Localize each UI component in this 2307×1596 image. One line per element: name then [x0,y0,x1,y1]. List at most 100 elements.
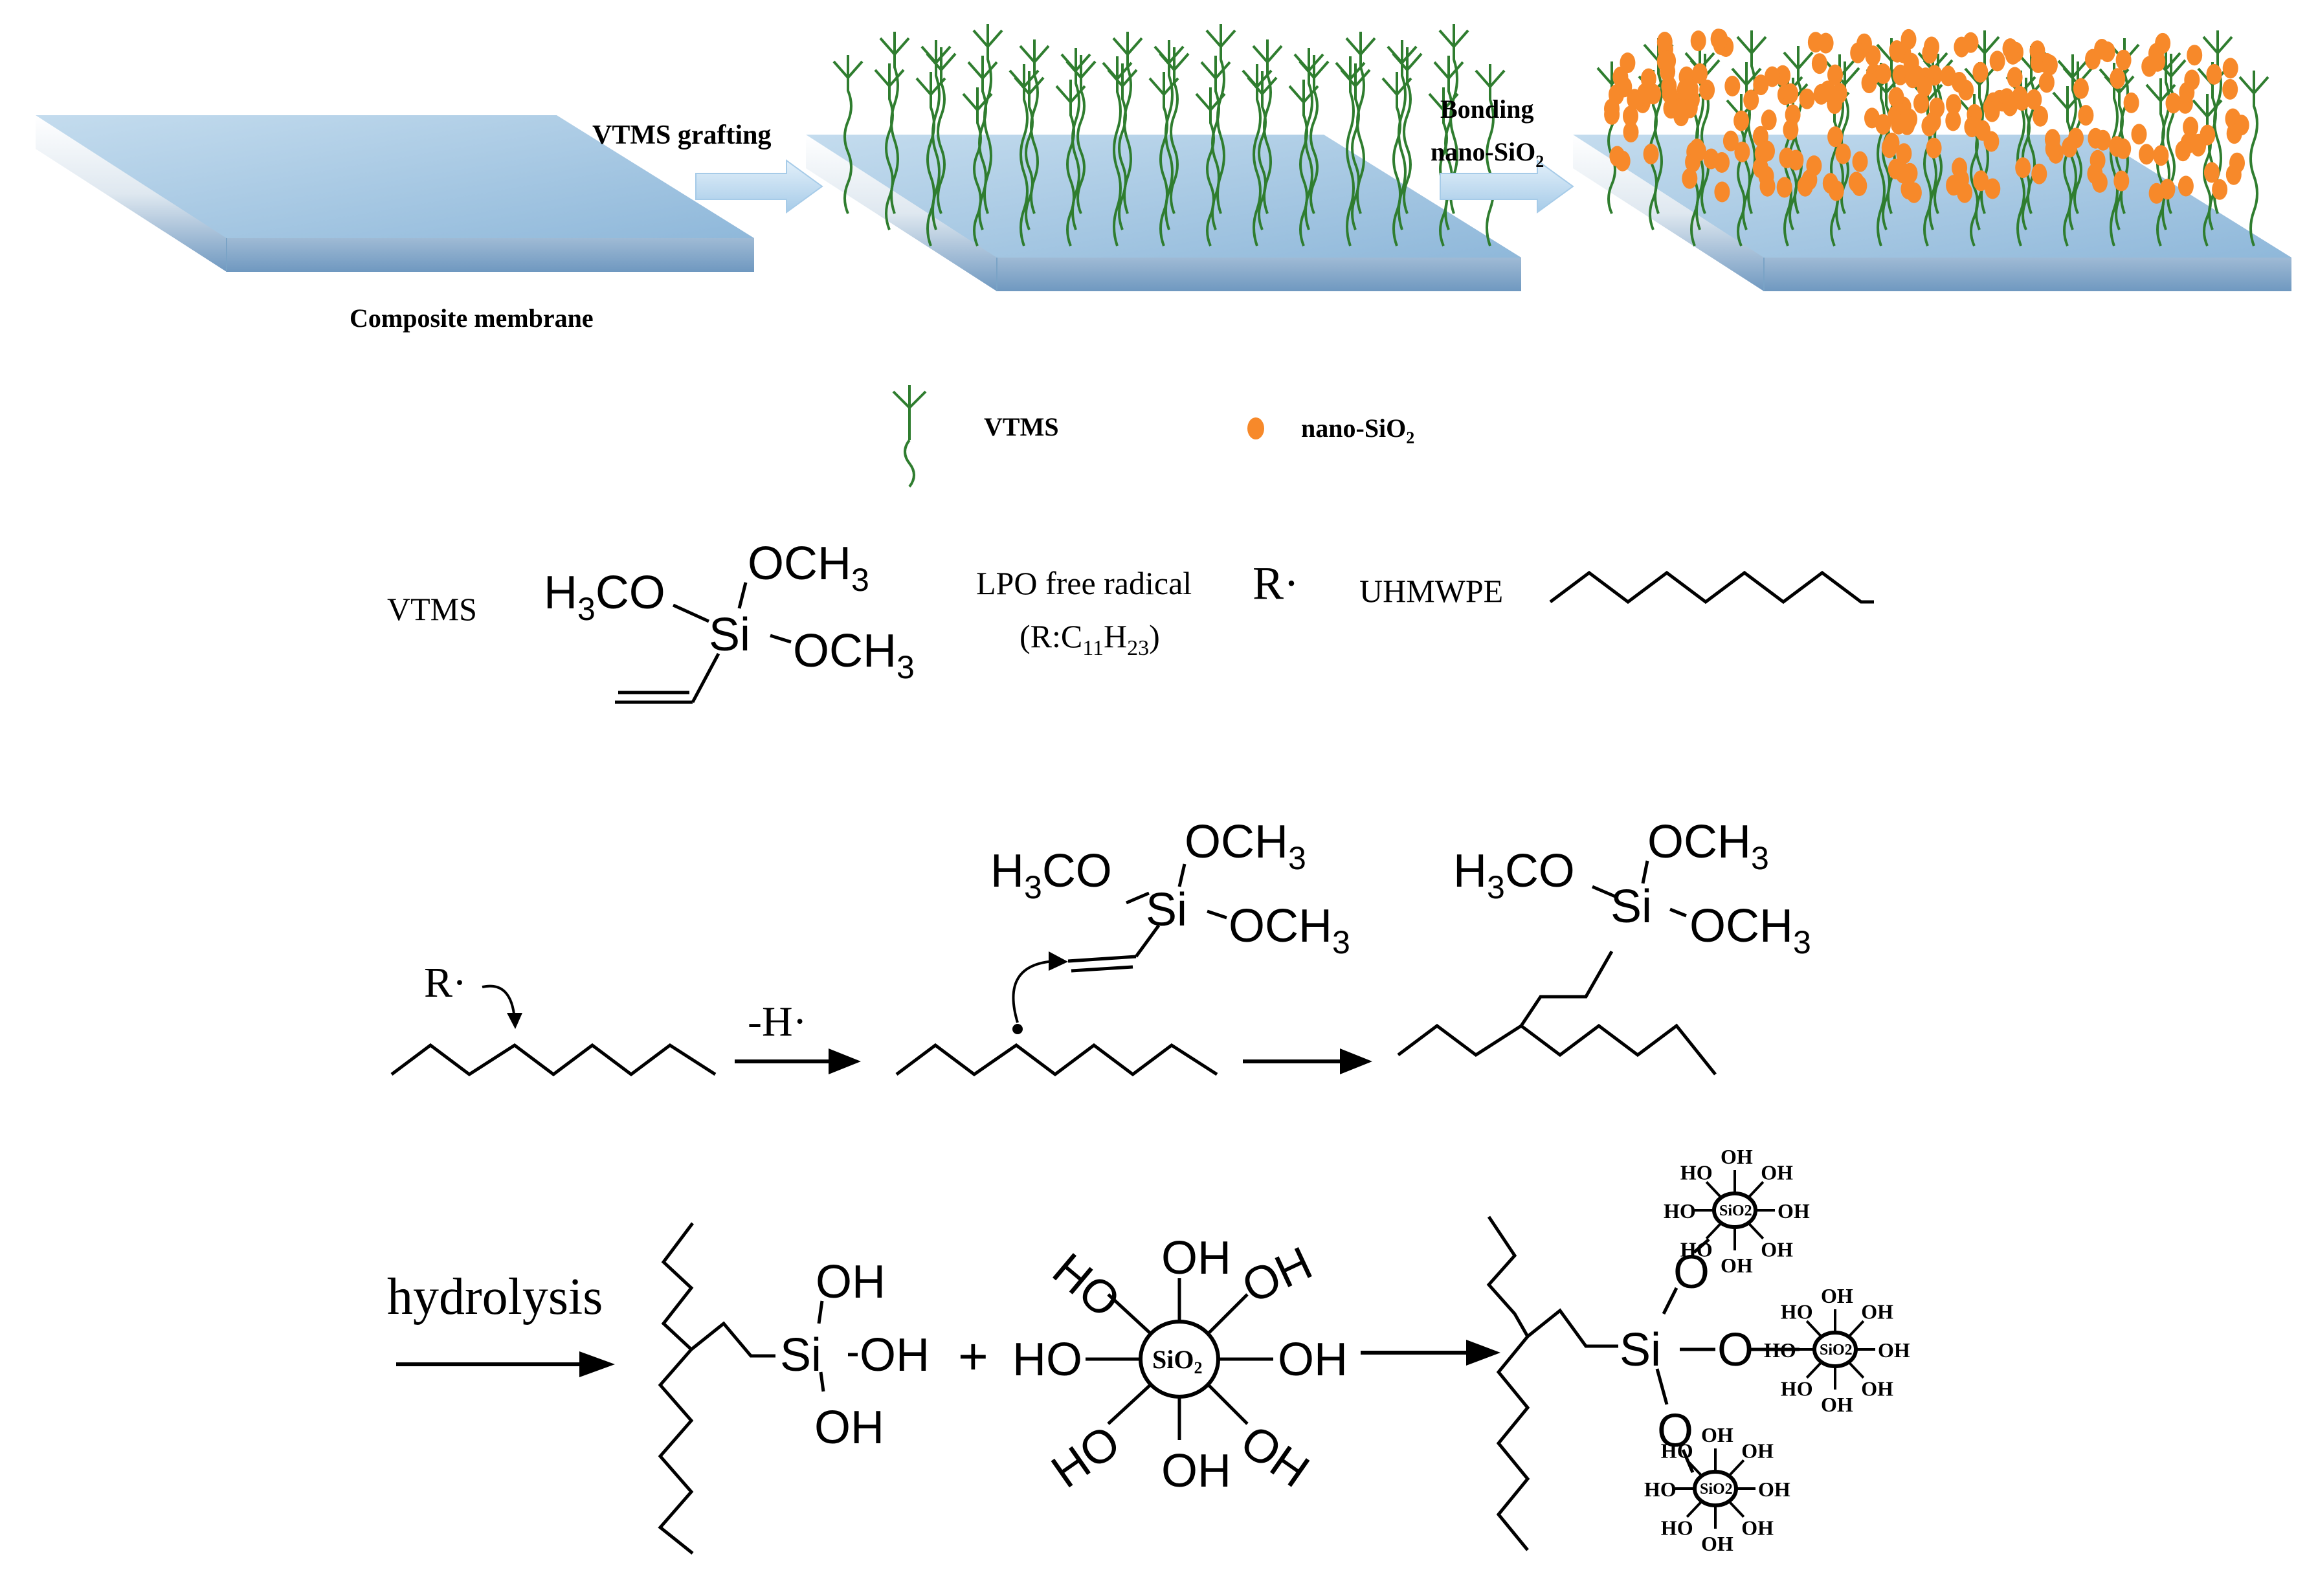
sio2-particle [1820,80,1836,102]
sio2-particle [2002,38,2018,60]
vtms-strand [1019,39,1050,214]
sio2-particle [1818,32,1834,54]
sio2-particle [2078,105,2094,126]
vtms-strand [2062,61,2093,214]
sio2-particle [1759,175,1776,197]
sio2-particle [1974,120,1990,141]
product-o-right: O [1717,1324,1754,1376]
vtms-strand [1643,38,1674,214]
sio2-particle [2115,49,2132,71]
pe-chain-1 [390,1043,717,1077]
vtms-strand [972,24,1003,214]
vtms-strand [2202,30,2233,214]
sio2-particle [1764,66,1780,87]
addition-product-arrow [1340,1048,1372,1074]
vtms-si-2: Si [1146,884,1187,936]
sio2-particle [2222,58,2238,79]
vtms-strand [1731,62,1762,230]
vtms-strand [1252,39,1283,214]
sio2-particle [1776,177,1792,198]
sio2-particle [1891,113,1907,135]
grafted-pe-chain [1397,1023,1717,1076]
sio2-particle [2038,72,2055,93]
sio2-particle [1875,63,1891,84]
vtms-strand [1148,72,1179,247]
sio2-particle [1663,98,1679,119]
sio2-particle [2153,145,2169,166]
sio2-particle [1690,30,1706,52]
sio2-particle [1656,50,1673,72]
sio2-particle [1692,63,1708,84]
vtms-strand [1964,62,1995,230]
sio2-particle [1612,66,1629,87]
product-si: Si [1620,1324,1661,1376]
sio2-core-label: SiO2 [1152,1345,1202,1377]
sio2-particle [1906,182,1922,203]
graft-och3-top: OCH3 [1647,816,1769,876]
sio2-particle [2073,78,2089,99]
sio2-particle [1828,180,1844,201]
bonding-label: Bonding [1440,94,1534,124]
vtms-strand [1205,24,1236,214]
nano-sio2-arrow-label: nano-SiO2 [1431,137,1544,171]
sio2-particle [2045,138,2061,159]
vtms-strand [2145,78,2176,247]
sio2-particle [1734,141,1750,162]
sio2-particle [2030,52,2046,73]
sio2-particle [1973,170,1989,192]
svg-text:HO: HO [1781,1377,1813,1400]
sio2-particle [2229,152,2245,173]
legend: VTMS nano-SiO2 [892,385,1414,488]
vtms-h3co: H3CO [544,567,665,627]
silanol-chain-upper [661,1222,694,1351]
sio2-particle [2123,92,2139,113]
sio2-particle [1946,175,1962,196]
vtms-strand [962,87,993,247]
sio2-particle [1722,130,1739,151]
product-o-top: O [1673,1247,1710,1298]
graft-och3-right: OCH3 [1689,900,1811,960]
pe-radical-chain [895,1043,1218,1077]
svg-text:OH: OH [1861,1377,1893,1400]
sio2-particle [2187,45,2203,66]
sio2-particle [1714,152,1730,173]
sio2-particle [1699,80,1715,100]
vtms-strand [1055,80,1086,247]
svg-text:HO: HO [1781,1300,1813,1324]
svg-text:HO: HO [1661,1516,1693,1539]
sio2-particle [1643,144,1659,164]
svg-text:HO: HO [1680,1161,1713,1184]
membrane-plain [36,115,754,272]
sio2-particle [1940,65,1956,87]
product-o-bottom: O [1657,1405,1693,1457]
vtms-strand [1475,64,1506,247]
sio2-particle [2109,136,2125,157]
sio2-particle [1916,76,1932,98]
svg-text:SiO2: SiO2 [1820,1342,1853,1358]
svg-text:OH: OH [1741,1439,1774,1463]
sio2-particle [2148,43,2164,64]
sio2-particle [1946,94,1962,115]
sio2-particle [2068,127,2084,149]
svg-text:HO: HO [1680,1237,1713,1261]
graft-si: Si [1610,881,1652,933]
condensation-arrow [1466,1340,1500,1366]
silanol-oh-top: OH [816,1256,886,1308]
vtms-strand [1298,55,1330,214]
vtms-strand [1871,70,1902,230]
sio2-particle [1989,50,2005,72]
vtms-strand [1726,94,1757,247]
sio2-particle [2015,157,2031,179]
uhmwpe-label: UHMWPE [1359,573,1503,609]
svg-text:OH: OH [1778,1199,1810,1223]
sio2-particle [1900,28,1917,50]
svg-text:SiO2: SiO2 [1719,1203,1752,1219]
vtms-legend-icon [892,385,927,488]
vtms-strand [926,47,957,214]
svg-text:HO: HO [1764,1338,1796,1362]
mechanism-step-2: hydrolysis Si OH OH OH + SiO2 [387,1145,1910,1555]
vtms-strand [2238,71,2269,247]
process-arrow-1 [695,159,823,214]
sio2-particle [2131,124,2147,145]
vtms-strand [2156,54,2187,214]
